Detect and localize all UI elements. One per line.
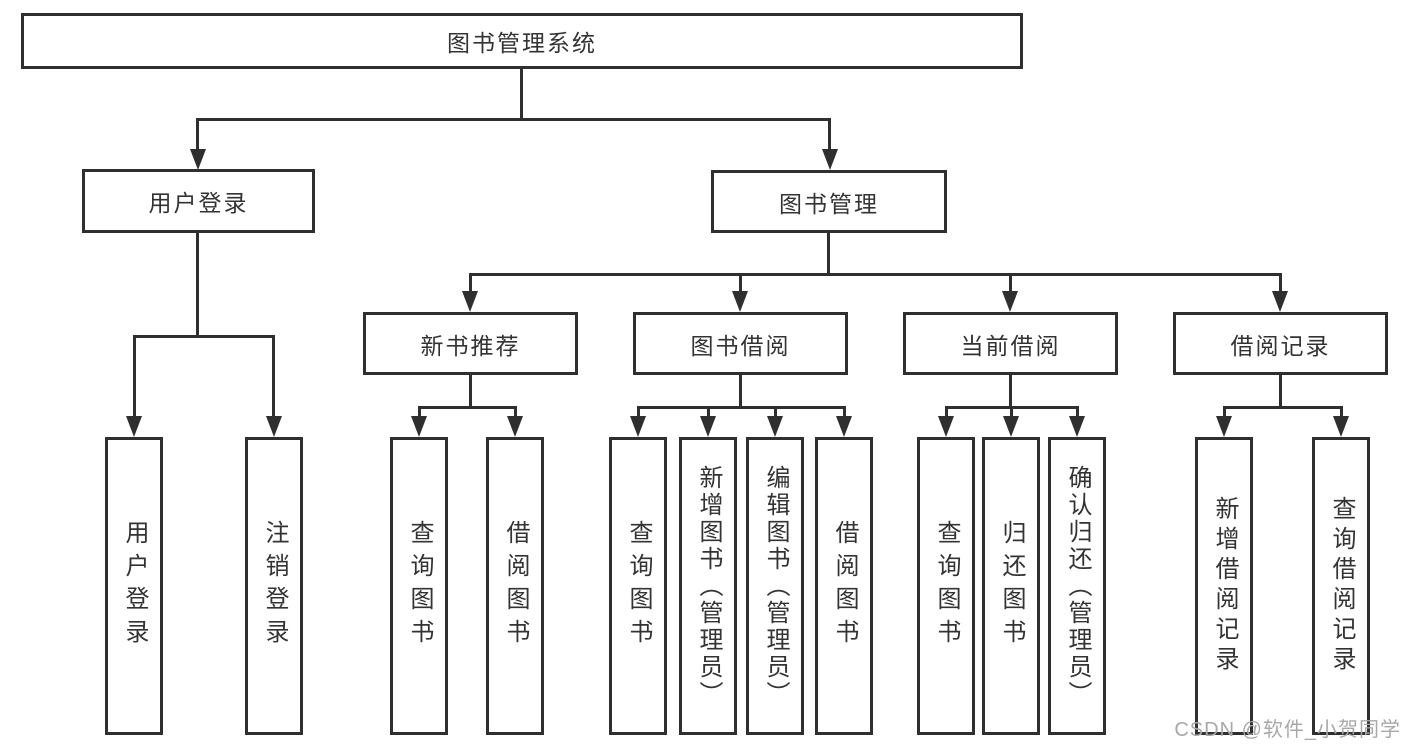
arrowhead-down-icon xyxy=(507,416,523,437)
arrowhead-down-icon xyxy=(126,416,142,437)
arrowhead-down-icon xyxy=(836,416,852,437)
arrowhead-down-icon xyxy=(1069,416,1085,437)
leaf-edit-book-admin: 编辑图书（管理员） xyxy=(746,437,804,735)
connector-line xyxy=(197,118,831,121)
leaf-add-book-admin: 新增图书（管理员） xyxy=(679,437,737,735)
arrowhead-down-icon xyxy=(700,416,716,437)
leaf-confirm-return-admin-label: 确认归还（管理员） xyxy=(1064,464,1091,708)
leaf-borrow-book-1-label: 借阅图书 xyxy=(502,520,529,652)
connector-line xyxy=(1010,406,1013,417)
arrowhead-down-icon xyxy=(1003,416,1019,437)
arrowhead-down-icon xyxy=(1333,416,1349,437)
leaf-user-login-label: 用户登录 xyxy=(121,520,148,652)
connector-line xyxy=(827,233,830,273)
connector-line xyxy=(196,232,199,335)
node-user-login-label: 用户登录 xyxy=(148,190,249,216)
leaf-query-book-1: 查询图书 xyxy=(390,437,448,735)
arrowhead-down-icon xyxy=(630,416,646,437)
connector-line xyxy=(1279,375,1282,406)
leaf-confirm-return-admin: 确认归还（管理员） xyxy=(1048,437,1106,735)
leaf-query-borrow-record-label: 查询借阅记录 xyxy=(1328,496,1355,676)
node-borrow-record: 借阅记录 xyxy=(1173,312,1388,375)
connector-line xyxy=(1340,406,1343,417)
leaf-query-book-2: 查询图书 xyxy=(609,437,667,735)
connector-line xyxy=(133,335,136,417)
node-user-login: 用户登录 xyxy=(82,169,315,233)
connector-line xyxy=(739,273,742,292)
connector-line xyxy=(637,406,640,417)
leaf-query-book-1-label: 查询图书 xyxy=(406,520,433,652)
connector-line xyxy=(196,118,199,151)
node-current-borrow-label: 当前借阅 xyxy=(960,332,1061,359)
connector-line xyxy=(1009,375,1012,406)
leaf-add-book-admin-label: 新增图书（管理员） xyxy=(695,464,722,708)
leaf-return-book: 归还图书 xyxy=(982,437,1040,735)
leaf-logout-label: 注销登录 xyxy=(261,520,288,652)
connector-line xyxy=(514,406,517,417)
node-book-management: 图书管理 xyxy=(711,170,947,233)
connector-line xyxy=(843,406,846,417)
connector-line xyxy=(1223,406,1226,417)
leaf-user-login: 用户登录 xyxy=(105,437,163,735)
connector-line xyxy=(707,406,710,417)
connector-line xyxy=(469,273,472,292)
connector-line xyxy=(1009,273,1012,292)
leaf-borrow-book-2-label: 借阅图书 xyxy=(831,520,858,652)
connector-line xyxy=(739,375,742,406)
leaf-add-borrow-record: 新增借阅记录 xyxy=(1195,437,1253,735)
arrowhead-down-icon xyxy=(1002,291,1018,312)
connector-line xyxy=(418,406,516,409)
connector-line xyxy=(272,335,275,417)
arrowhead-down-icon xyxy=(1216,416,1232,437)
arrowhead-down-icon xyxy=(1272,291,1288,312)
connector-line xyxy=(520,69,523,118)
arrowhead-down-icon xyxy=(732,291,748,312)
arrowhead-down-icon xyxy=(266,416,282,437)
leaf-logout: 注销登录 xyxy=(245,437,303,735)
node-root-label: 图书管理系统 xyxy=(447,30,597,56)
node-book-borrow: 图书借阅 xyxy=(633,312,848,375)
leaf-query-book-3-label: 查询图书 xyxy=(933,520,960,652)
node-book-management-label: 图书管理 xyxy=(779,190,879,217)
connector-line xyxy=(774,406,777,417)
connector-line xyxy=(1076,406,1079,417)
leaf-return-book-label: 归还图书 xyxy=(998,520,1025,652)
connector-line xyxy=(133,335,275,338)
arrowhead-down-icon xyxy=(462,291,478,312)
node-current-borrow: 当前借阅 xyxy=(903,312,1118,375)
leaf-query-borrow-record: 查询借阅记录 xyxy=(1312,437,1370,735)
connector-line xyxy=(1279,273,1282,292)
connector-line xyxy=(418,406,421,417)
arrowhead-down-icon xyxy=(767,416,783,437)
connector-line xyxy=(945,406,948,417)
arrowhead-down-icon xyxy=(938,416,954,437)
leaf-borrow-book-1: 借阅图书 xyxy=(486,437,544,735)
node-new-book-recommend: 新书推荐 xyxy=(363,312,578,375)
arrowhead-down-icon xyxy=(190,149,206,170)
leaf-query-book-3: 查询图书 xyxy=(917,437,975,735)
csdn-watermark: CSDN @软件_小贺同学 xyxy=(1174,719,1401,741)
node-root: 图书管理系统 xyxy=(21,13,1023,69)
leaf-borrow-book-2: 借阅图书 xyxy=(815,437,873,735)
connector-line xyxy=(1223,406,1342,409)
node-new-book-recommend-label: 新书推荐 xyxy=(420,332,521,359)
arrowhead-down-icon xyxy=(411,416,427,437)
leaf-add-borrow-record-label: 新增借阅记录 xyxy=(1211,496,1238,676)
leaf-query-book-2-label: 查询图书 xyxy=(625,520,652,652)
leaf-edit-book-admin-label: 编辑图书（管理员） xyxy=(762,464,789,708)
node-book-borrow-label: 图书借阅 xyxy=(690,332,791,359)
node-borrow-record-label: 借阅记录 xyxy=(1230,332,1331,359)
connector-line xyxy=(469,273,1282,276)
arrowhead-down-icon xyxy=(822,149,838,170)
connector-line xyxy=(828,118,831,151)
connector-line xyxy=(469,375,472,406)
connector-line xyxy=(637,406,845,409)
